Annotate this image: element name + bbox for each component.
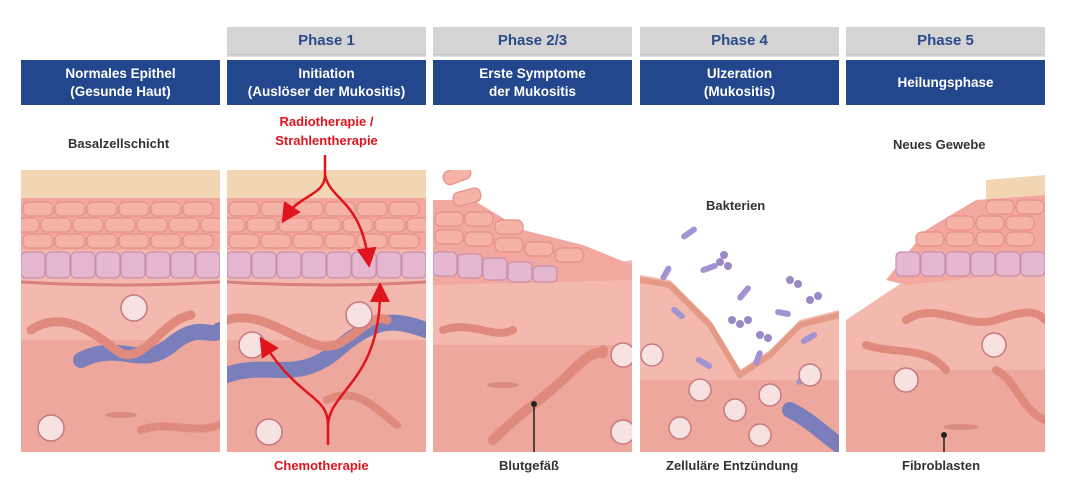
title-ulceration: Ulzeration (Mukositis) [640, 60, 839, 105]
label-blutgefaess: Blutgefäß [499, 458, 559, 473]
dermis-deep-layer [433, 345, 632, 452]
basement-membrane [21, 280, 220, 287]
immune-cells [610, 342, 632, 445]
label-radiotherapie: Radiotherapie / Strahlentherapie [227, 112, 426, 150]
title-line-1: Normales Epithel [65, 65, 176, 81]
title-line-2: (Gesunde Haut) [70, 83, 171, 99]
title-line-2: der Mukositis [488, 83, 577, 99]
blood-vessel-blue [782, 402, 839, 452]
tab-phase-4: Phase 4 [640, 27, 839, 57]
immune-cells [640, 343, 822, 447]
label-zellulaere-entzuendung: Zelluläre Entzündung [666, 458, 799, 473]
blood-vessel-salmon [439, 323, 517, 337]
label-basalzellschicht: Basalzellschicht [68, 136, 170, 151]
blood-vessel-salmon [26, 310, 196, 360]
blood-vessel-blue [73, 322, 220, 368]
panel-initiation [227, 170, 426, 452]
title-line-2: (Mukositis) [703, 83, 776, 99]
title-line-1: Ulzeration [706, 65, 773, 81]
title-first-symptoms: Erste Symptome der Mukositis [433, 60, 632, 105]
title-line-1: Heilungsphase [897, 74, 994, 90]
epithelial-cells [21, 201, 220, 249]
label-radiotherapie-line-1: Radiotherapie / [279, 114, 374, 129]
tab-phase-4-label: Phase 4 [711, 32, 768, 49]
label-neues-gewebe: Neues Gewebe [893, 137, 986, 152]
panel-healing [846, 170, 1045, 452]
epithelial-cells [227, 201, 426, 249]
label-radiotherapie-line-2: Strahlentherapie [275, 133, 378, 148]
label-fibroblasten: Fibroblasten [902, 458, 981, 473]
immune-cells [37, 294, 148, 442]
blood-vessel-salmon [902, 308, 1045, 327]
fibroblast-cell [487, 382, 519, 388]
blood-vessel-salmon [992, 366, 1045, 424]
tab-phase-5-label: Phase 5 [917, 32, 974, 49]
surface-layer [227, 170, 426, 200]
basal-cell-layer [433, 251, 558, 283]
basal-cell-layer [227, 251, 426, 279]
tab-phase-1-label: Phase 1 [298, 32, 355, 49]
title-normal-epithelium: Normales Epithel (Gesunde Haut) [21, 60, 220, 105]
blutgefaess-leader-dot [531, 401, 537, 407]
wound-surface [640, 277, 839, 380]
panel-normal-epithelium [21, 170, 220, 452]
tab-phase-1: Phase 1 [227, 27, 426, 57]
basal-cell-layer [895, 251, 1045, 277]
epithelial-cells [434, 170, 584, 263]
panel-ulceration [640, 170, 839, 452]
blood-vessel-salmon [137, 421, 220, 434]
title-healing-phase: Heilungsphase [846, 60, 1045, 105]
title-initiation: Initiation (Auslöser der Mukositis) [227, 60, 426, 105]
surface-layer [986, 175, 1045, 200]
epithelial-cells [915, 199, 1045, 247]
tab-phase-2-3: Phase 2/3 [433, 27, 632, 57]
fibroblasten-leader-dot [941, 432, 947, 438]
tab-phase-2-3-label: Phase 2/3 [497, 32, 568, 49]
basement-membrane [227, 280, 426, 287]
blood-vessel-salmon [862, 341, 950, 374]
surface-layer [21, 170, 220, 200]
title-line-1: Erste Symptome [479, 65, 586, 81]
label-chemotherapie: Chemotherapie [274, 458, 369, 473]
title-line-2: (Auslöser der Mukositis) [247, 83, 406, 99]
label-bakterien: Bakterien [706, 198, 766, 213]
tab-phase-5: Phase 5 [846, 27, 1045, 57]
panel-first-symptoms [433, 170, 632, 452]
fibroblast-cell [943, 424, 979, 430]
title-line-1: Initiation [298, 65, 355, 81]
fibroblast-cell [105, 412, 137, 418]
bacteria-cocci [716, 251, 822, 342]
basal-cell-layer [21, 251, 220, 279]
blood-vessel-salmon [488, 345, 608, 445]
dermis-deep-layer [846, 370, 1045, 452]
immune-cells [893, 332, 1007, 393]
